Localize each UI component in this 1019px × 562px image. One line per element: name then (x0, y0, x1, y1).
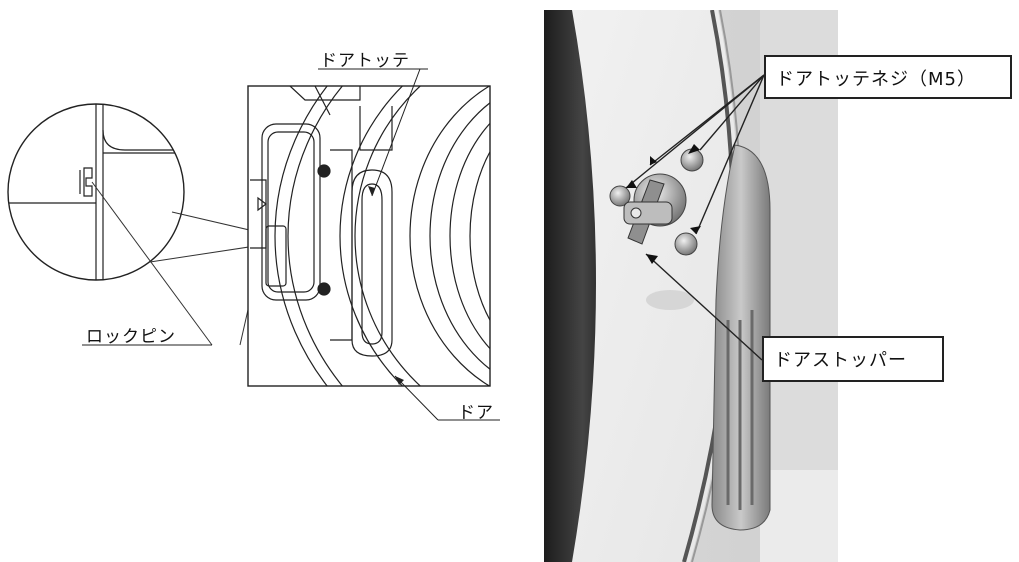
door-arrowhead (395, 376, 404, 385)
stopper-arrowhead (646, 254, 658, 264)
label-lock-pin: ロックピン (86, 327, 176, 347)
door-line-drawing (247, 85, 491, 387)
door-leader (394, 375, 500, 421)
zoom-leader-lines (91, 181, 263, 346)
label-door-stopper: ドアストッパー (762, 336, 944, 382)
label-handle-screw: ドアトッテネジ（M5） (764, 55, 1012, 99)
screw-leader-lines (625, 74, 765, 235)
screw-arrowheads (626, 144, 701, 234)
label-door-handle: ドアトッテ (320, 51, 410, 71)
stopper-leader-line (645, 253, 763, 361)
label-door: ドア (458, 403, 494, 423)
door-handle-leader (318, 68, 428, 197)
door-handle-arrowhead (368, 186, 375, 196)
magnified-detail-circle (7, 103, 185, 281)
